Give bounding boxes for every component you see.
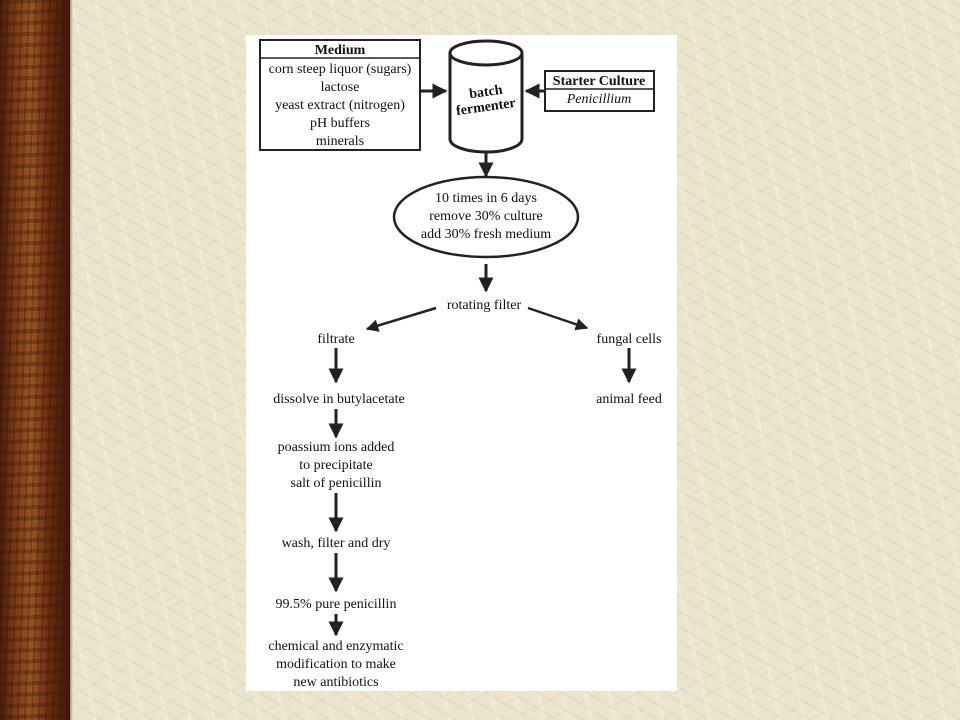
fungal-cells-label: fungal cells <box>597 332 662 347</box>
cycle-ellipse: 10 times in 6 days remove 30% culture ad… <box>392 175 580 259</box>
medium-item: yeast extract (nitrogen) <box>275 98 405 113</box>
starter-title: Starter Culture <box>553 74 645 89</box>
step-precipitate-line1: poassium ions added <box>278 440 395 455</box>
rotating-filter-label: rotating filter <box>447 298 522 313</box>
arrow-filter-to-cells <box>527 306 589 331</box>
medium-item: corn steep liquor (sugars) <box>269 62 412 77</box>
flow-diagram: Medium corn steep liquor (sugars) lactos… <box>259 39 662 690</box>
medium-item: lactose <box>321 80 360 95</box>
batch-fermenter: batch fermenter <box>448 39 524 154</box>
starter-organism: Penicillium <box>566 92 632 107</box>
step-precipitate-line2: to precipitate <box>299 458 372 473</box>
arrow-filter-to-filtrate <box>365 306 437 332</box>
step-modification-line1: chemical and enzymatic <box>268 639 403 654</box>
step-wash: wash, filter and dry <box>282 536 391 551</box>
animal-feed-label: animal feed <box>596 392 662 407</box>
cycle-line2: remove 30% culture <box>429 209 543 224</box>
diagram-panel: Medium corn steep liquor (sugars) lactos… <box>246 35 677 691</box>
medium-box: Medium corn steep liquor (sugars) lactos… <box>259 39 421 151</box>
medium-item: pH buffers <box>310 116 370 131</box>
wood-border <box>0 0 73 720</box>
step-pure-penicillin: 99.5% pure penicillin <box>276 597 397 612</box>
cycle-line1: 10 times in 6 days <box>435 191 537 206</box>
starter-culture-box: Starter Culture Penicillium <box>544 70 655 112</box>
step-dissolve: dissolve in butylacetate <box>273 392 404 407</box>
step-precipitate-line3: salt of penicillin <box>291 476 382 491</box>
medium-title: Medium <box>315 43 366 58</box>
filtrate-label: filtrate <box>317 332 354 347</box>
step-modification-line3: new antibiotics <box>293 675 378 690</box>
fermenter-label-line1: batch <box>468 83 503 103</box>
medium-item: minerals <box>316 134 364 149</box>
step-modification-line2: modification to make <box>276 657 396 672</box>
cycle-line3: add 30% fresh medium <box>421 227 551 242</box>
